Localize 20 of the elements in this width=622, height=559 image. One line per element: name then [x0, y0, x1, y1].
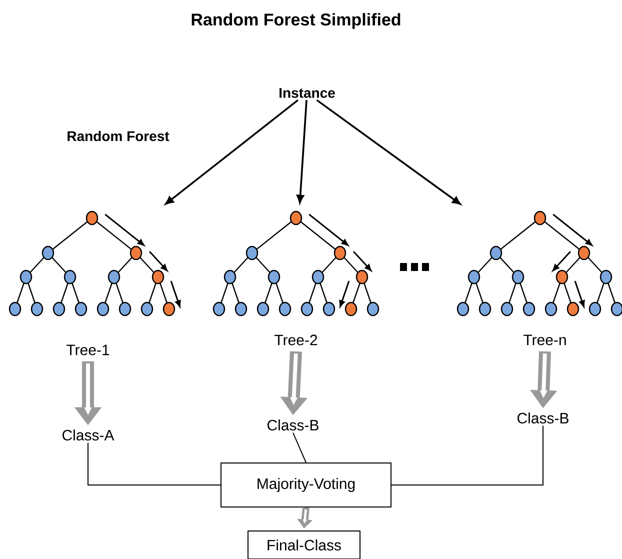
connector-line	[292, 432, 306, 463]
class-label: Class-B	[268, 419, 318, 430]
input-label: Instance	[280, 88, 335, 98]
title: Random Forest Simplified	[192, 13, 400, 29]
tree-label: Tree-1	[66, 344, 110, 356]
tree-label: Tree-2	[274, 334, 318, 346]
connector-line	[391, 425, 544, 486]
heading-label: Random Forest	[68, 130, 170, 142]
arrow	[296, 100, 308, 204]
class-label: Class-B	[518, 412, 568, 424]
connector-line	[88, 442, 221, 486]
process-box: Final-Class	[248, 530, 360, 559]
class-label: Class-A	[62, 429, 114, 440]
tree-drawing	[212, 210, 380, 316]
tree-drawing	[8, 210, 181, 316]
arrow	[316, 99, 461, 205]
tree-drawing	[456, 210, 622, 316]
tree-label: Tree-n	[524, 334, 566, 346]
process-box: Majority-Voting	[220, 462, 392, 508]
arrow	[165, 99, 299, 205]
